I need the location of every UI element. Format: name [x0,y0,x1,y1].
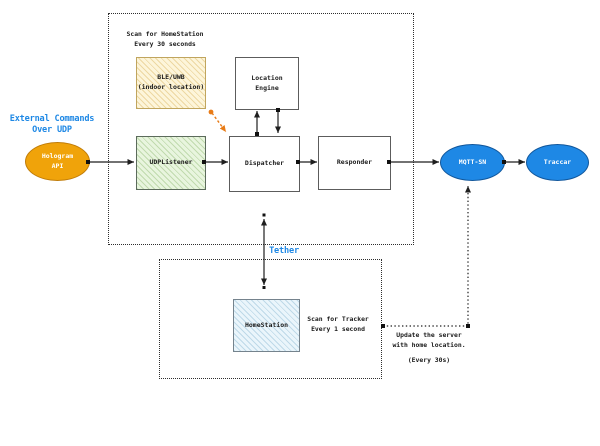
node-dispatcher: Dispatcher [229,136,300,192]
node-home-station: HomeStation [233,299,300,352]
scan-tracker-label: Scan for Tracker Every 1 second [307,315,369,333]
node-udp-listener: UDPListener [136,136,206,190]
node-ble-uwb: BLE/UWB (indoor location) [136,57,206,109]
update-path-corner-dot [466,324,470,328]
node-responder: Responder [318,136,391,190]
scan-homestation-label: Scan for HomeStation Every 30 seconds [126,30,204,48]
node-hologram-api: Hologram API [25,142,90,181]
external-commands-label: External Commands Over UDP [9,114,95,135]
node-location-engine: Location Engine [235,57,299,110]
update-server-label: Update the server with home location. [392,331,466,349]
node-traccar: Traccar [526,144,589,181]
tether-label: Tether [269,246,299,256]
node-mqtt-sn: MQTT-SN [440,144,505,181]
update-interval-label: (Every 30s) [407,356,451,364]
